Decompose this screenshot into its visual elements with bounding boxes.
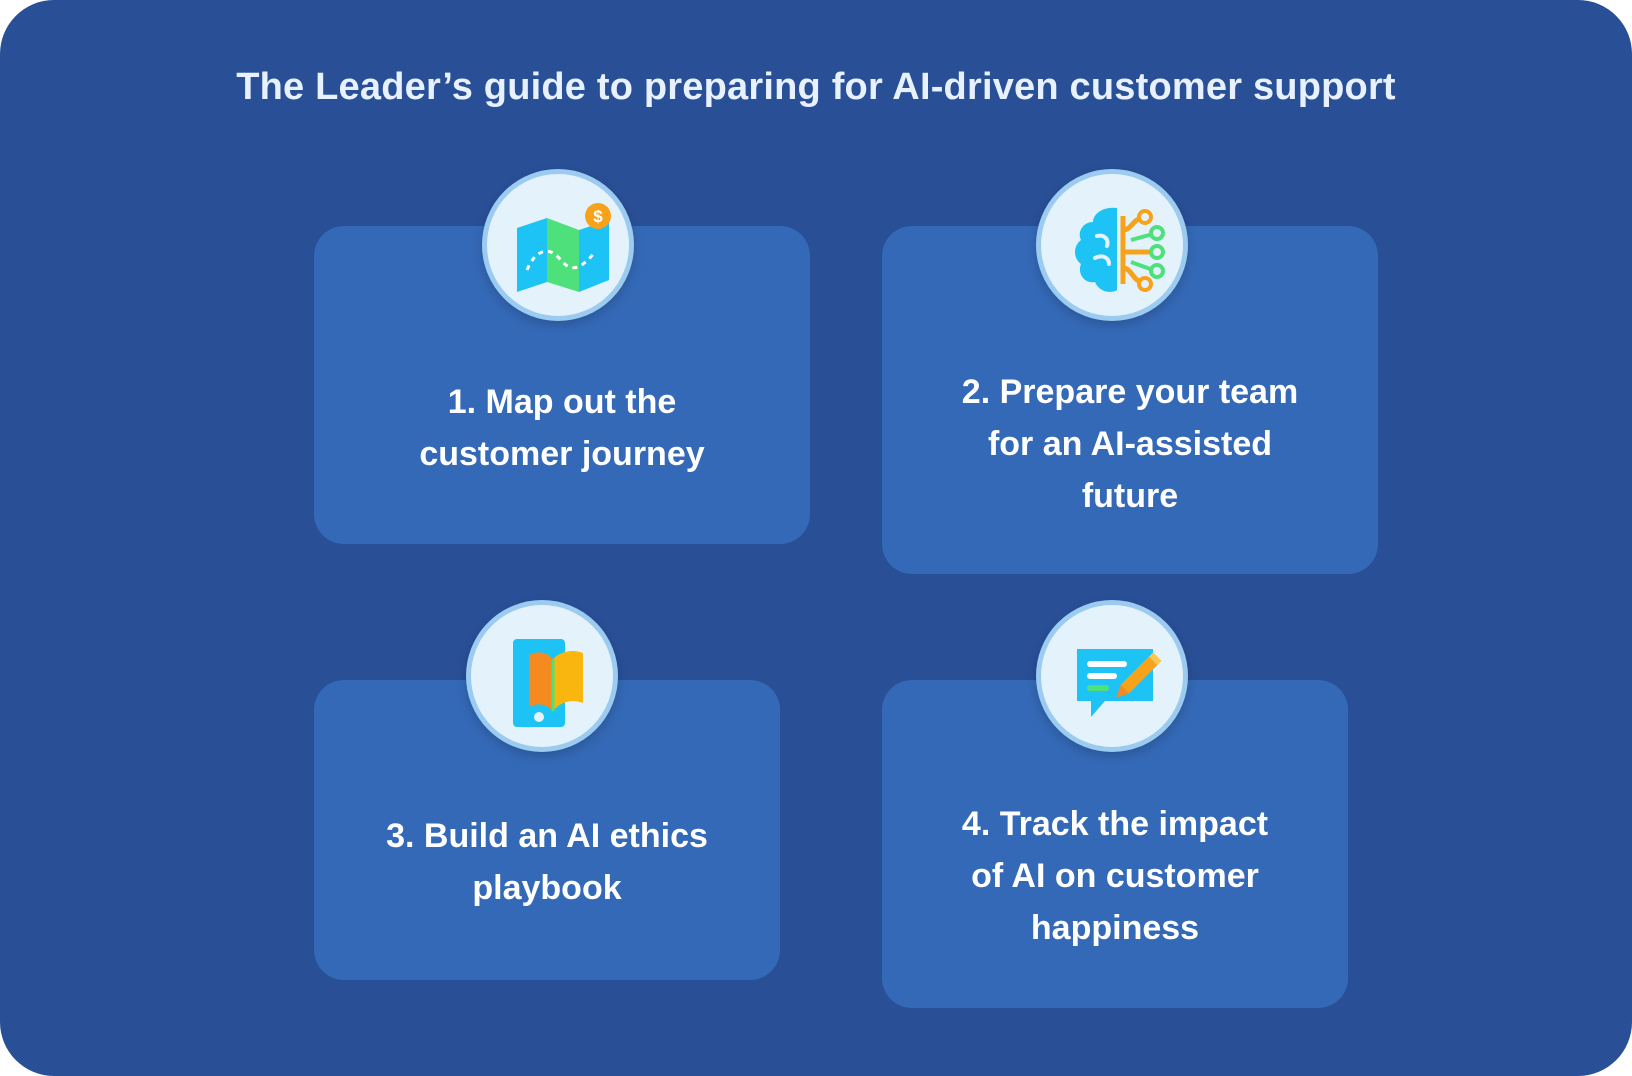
step-line: playbook bbox=[472, 869, 622, 907]
step-line: future bbox=[1081, 477, 1179, 515]
step-line: Track the impact bbox=[999, 805, 1269, 843]
step-line: for an AI-assisted bbox=[987, 425, 1273, 463]
step-3-badge bbox=[466, 600, 618, 752]
step-line: Map out the bbox=[485, 383, 677, 421]
ebook-icon bbox=[513, 639, 583, 727]
step-card-3: 3. Build an AI ethics playbook bbox=[314, 680, 780, 980]
step-2-badge bbox=[1036, 169, 1188, 321]
step-line: Build an AI ethics bbox=[423, 817, 708, 855]
step-card-2-text: 2. Prepare your team for an AI-assisted … bbox=[882, 366, 1378, 522]
map-icon: $ bbox=[517, 203, 611, 292]
step-card-4-text: 4. Track the impact of AI on customer ha… bbox=[882, 798, 1348, 954]
feedback-pencil-icon bbox=[1077, 649, 1162, 717]
step-card-1-text: 1. Map out the customer journey bbox=[314, 376, 810, 480]
step-number: 3. bbox=[386, 817, 415, 855]
step-1-badge: $ bbox=[482, 169, 634, 321]
step-line: of AI on customer bbox=[971, 857, 1259, 895]
step-4-badge bbox=[1036, 600, 1188, 752]
step-card-3-text: 3. Build an AI ethics playbook bbox=[314, 810, 780, 914]
svg-text:$: $ bbox=[593, 207, 603, 226]
step-line: Prepare your team bbox=[999, 373, 1299, 411]
step-number: 2. bbox=[961, 373, 991, 411]
step-number: 4. bbox=[961, 805, 991, 843]
step-line: customer journey bbox=[419, 435, 705, 473]
step-line: happiness bbox=[1030, 909, 1200, 947]
step-number: 1. bbox=[447, 383, 477, 421]
brain-circuit-icon bbox=[1075, 207, 1165, 292]
page-title: The Leader’s guide to preparing for AI-d… bbox=[236, 66, 1396, 108]
